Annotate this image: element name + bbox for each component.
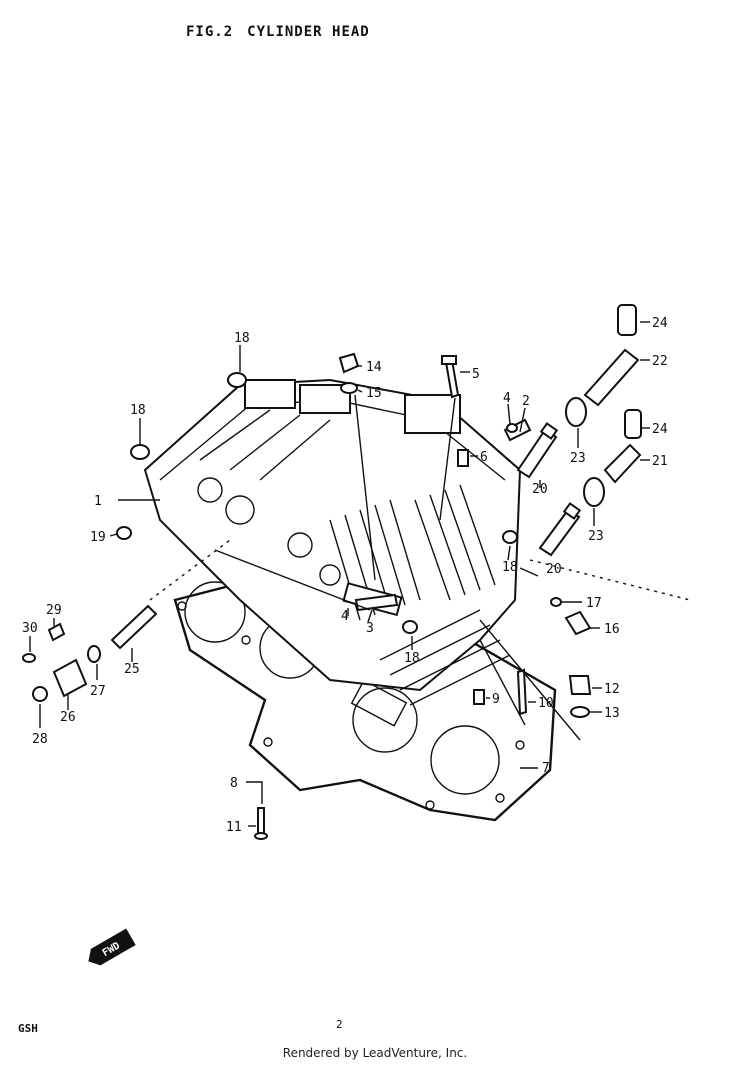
part-washer-15[interactable]	[340, 382, 358, 394]
cap-seal-24a[interactable]	[617, 304, 637, 336]
callout-labels: 1 2 3 4 4 5 6 7 8 9 10 11 12 13 14 15 16…	[22, 316, 668, 835]
callout-10: 10	[538, 696, 554, 711]
part-nut-12[interactable]	[568, 675, 592, 695]
callout-16: 16	[604, 622, 620, 637]
callout-19: 19	[90, 530, 106, 545]
callout-4: 4	[341, 609, 349, 624]
part-bolt-10[interactable]	[516, 668, 528, 716]
callout-13: 13	[604, 706, 620, 721]
part-cap-28[interactable]	[32, 686, 48, 702]
figure-title: FIG.2 CYLINDER HEAD	[186, 24, 370, 40]
callout-5: 5	[472, 367, 480, 382]
callout-12: 12	[604, 682, 620, 697]
page-number: 2	[336, 1018, 343, 1031]
spark-plug-20a[interactable]	[516, 422, 559, 479]
figure-number: FIG.2	[186, 24, 234, 40]
plug-cap-21[interactable]	[603, 443, 642, 484]
callout-22: 22	[652, 354, 668, 369]
part-pin-18d[interactable]	[502, 530, 518, 544]
cylinder-head[interactable]	[143, 378, 522, 706]
callout-1: 1	[94, 494, 102, 509]
callout-7: 7	[542, 761, 550, 776]
part-dowel-6[interactable]	[457, 449, 469, 467]
callout-20: 20	[532, 482, 548, 497]
callout-24: 24	[652, 422, 668, 437]
rendered-by-footer: Rendered by LeadVenture, Inc.	[282, 1046, 468, 1060]
callout-30: 30	[22, 621, 38, 636]
callout-27: 27	[90, 684, 106, 699]
part-bolt-16[interactable]	[564, 610, 592, 636]
callout-15: 15	[366, 386, 382, 401]
part-dowel-9[interactable]	[473, 689, 485, 705]
callout-14: 14	[366, 360, 382, 375]
head-gasket[interactable]	[173, 558, 557, 822]
callout-18: 18	[234, 331, 250, 346]
callout-17: 17	[586, 596, 602, 611]
callout-28: 28	[32, 732, 48, 747]
part-o-ring-27[interactable]	[87, 645, 101, 663]
callout-23: 23	[570, 451, 586, 466]
callout-26: 26	[60, 710, 76, 725]
plug-cap-22[interactable]	[583, 348, 640, 407]
callout-2: 2	[522, 394, 530, 409]
cap-seal-24b[interactable]	[624, 409, 642, 439]
part-bolt-11[interactable]	[254, 807, 268, 840]
part-pin-19[interactable]	[116, 526, 132, 540]
tach-housing-26[interactable]	[52, 658, 88, 698]
diagram-code: GSH	[18, 1022, 38, 1035]
part-pin-18a[interactable]	[227, 372, 247, 388]
callout-18: 18	[502, 560, 518, 575]
plug-boot-23a[interactable]	[565, 397, 587, 427]
tach-drive-25[interactable]	[110, 604, 158, 650]
part-stud-3[interactable]	[354, 593, 399, 612]
part-pin-18c[interactable]	[402, 620, 418, 634]
callout-11: 11	[226, 820, 242, 835]
callout-21: 21	[652, 454, 668, 469]
callout-25: 25	[124, 662, 140, 677]
callout-20: 20	[546, 562, 562, 577]
part-o-ring-17[interactable]	[550, 597, 562, 607]
callout-29: 29	[46, 603, 62, 618]
callout-18: 18	[404, 651, 420, 666]
part-screw-30[interactable]	[22, 653, 36, 663]
callout-23: 23	[588, 529, 604, 544]
callout-8: 8	[230, 776, 238, 791]
leader-lines	[29, 321, 691, 827]
callout-24: 24	[652, 316, 668, 331]
part-pin-18b[interactable]	[130, 444, 150, 460]
spark-plug-20b[interactable]	[538, 502, 582, 557]
part-washer-4[interactable]	[506, 423, 518, 433]
plug-boot-23b[interactable]	[583, 477, 605, 507]
part-washer-13[interactable]	[570, 706, 590, 718]
figure-name: CYLINDER HEAD	[247, 24, 370, 40]
fwd-arrow: FWD	[88, 928, 136, 966]
callout-9: 9	[492, 692, 500, 707]
part-clip-29[interactable]	[47, 622, 66, 642]
callout-18: 18	[130, 403, 146, 418]
callout-6: 6	[480, 450, 488, 465]
callout-4: 4	[503, 391, 511, 406]
part-stud-5[interactable]	[441, 355, 460, 399]
part-nut-14[interactable]	[338, 352, 360, 374]
callout-3: 3	[366, 621, 374, 636]
